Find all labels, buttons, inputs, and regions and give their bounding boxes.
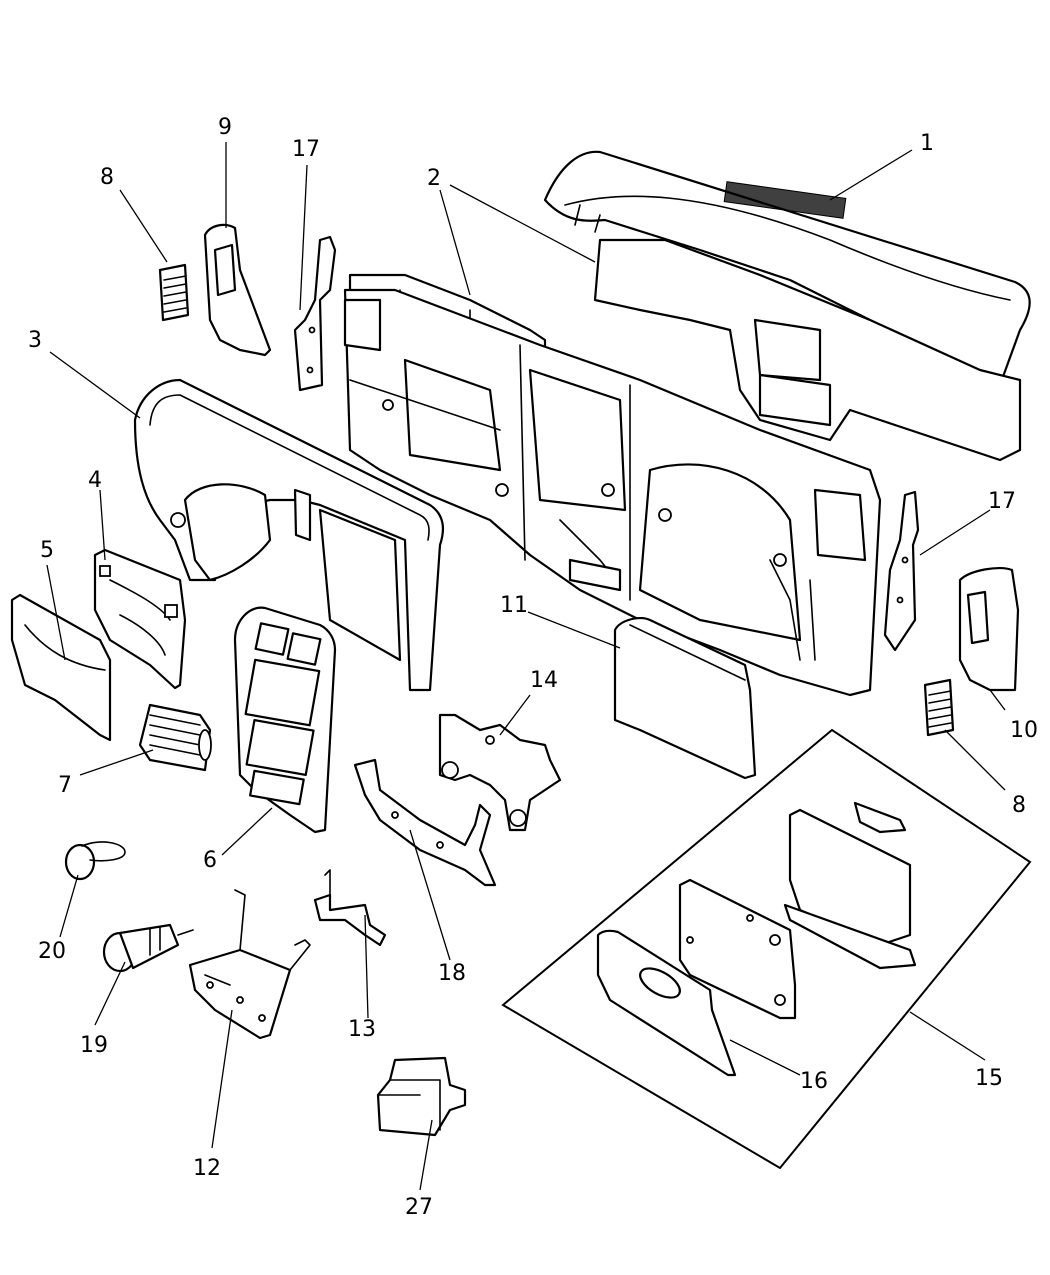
part-1-panel-top-cover: [543, 150, 1031, 387]
part-18-cross-bracket: [353, 758, 497, 887]
leader-lines: [46, 142, 1006, 1191]
part-15-glove-box-group: [501, 728, 1032, 1170]
part-17-left-bracket: [293, 235, 337, 392]
callout-13: 13: [348, 1017, 376, 1042]
callout-16: 16: [800, 1069, 828, 1094]
main-panel-carrier-frame: [343, 288, 882, 697]
part-8-left-side-vent: [158, 263, 190, 322]
part-6-center-bezel: [233, 606, 337, 834]
part-17-right-bracket: [883, 490, 920, 652]
callout-20: 20: [38, 939, 66, 964]
callout-4: 4: [88, 468, 102, 493]
part-4-left-closeout: [93, 548, 187, 690]
callout-9: 9: [218, 115, 232, 140]
part-20-cap: [64, 841, 126, 881]
callout-17-left: 17: [292, 137, 320, 162]
callout-15: 15: [975, 1066, 1003, 1091]
callout-19: 19: [80, 1033, 108, 1058]
part-19-power-outlet: [102, 923, 194, 973]
part-12-bracket: [188, 889, 311, 1040]
callout-17-right: 17: [988, 489, 1016, 514]
callout-8-left: 8: [100, 165, 114, 190]
part-8-right-side-vent: [923, 678, 955, 737]
callout-5: 5: [40, 538, 54, 563]
part-10-right-end-cap: [958, 566, 1020, 692]
part-11-lower-panel: [613, 616, 757, 780]
part-9-left-end-cap: [203, 223, 272, 357]
callout-11: 11: [500, 593, 528, 618]
callout-7: 7: [58, 773, 72, 798]
callout-8-right: 8: [1012, 793, 1026, 818]
callout-14: 14: [530, 668, 558, 693]
callout-27: 27: [405, 1195, 433, 1220]
callout-2: 2: [427, 166, 441, 191]
part-14-bracket: [438, 713, 562, 832]
part-5-column-cover: [10, 593, 112, 742]
part-3-cluster-bezel: [133, 378, 445, 692]
part-27-switch: [376, 1056, 467, 1137]
callout-labels: 1 2 3 4 5 6 7 8 8 9 10 11 12 13 14 15 16…: [28, 115, 1038, 1220]
callout-6: 6: [203, 848, 217, 873]
callout-12: 12: [193, 1156, 221, 1181]
callout-1: 1: [920, 131, 934, 156]
part-13-bracket: [313, 869, 387, 947]
part-7-center-air-outlet: [138, 703, 212, 772]
callout-10: 10: [1010, 718, 1038, 743]
part-16-glove-box-door: [596, 929, 737, 1077]
callout-3: 3: [28, 328, 42, 353]
callout-18: 18: [438, 961, 466, 986]
